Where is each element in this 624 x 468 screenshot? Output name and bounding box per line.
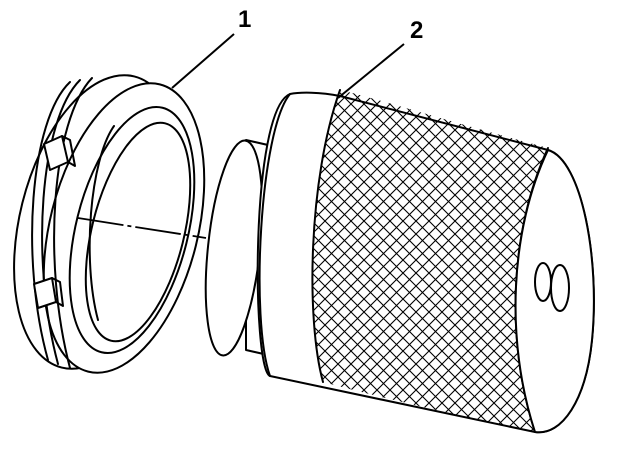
callout-label-1: 1: [238, 6, 251, 33]
tool-end-hole-2: [550, 264, 570, 312]
part-2-knurled-tool: [204, 89, 595, 434]
ring-inner-step: [68, 105, 196, 355]
ring-lug-top: [43, 135, 76, 171]
leader-line-1: [171, 33, 235, 89]
ring-lug-bottom: [33, 277, 64, 309]
ring-groove-1: [31, 81, 71, 361]
callout-1: 1: [171, 6, 251, 89]
tool-knurl-edge-left: [311, 89, 341, 383]
tool-end-hole-1: [534, 262, 552, 302]
tool-knurl-band: [312, 90, 548, 432]
part-1-retaining-ring: [13, 74, 206, 374]
ring-bore-shadow: [88, 125, 115, 321]
alignment-centerline: [77, 217, 207, 239]
tool-front-band-edge: [258, 93, 291, 377]
callout-label-2: 2: [410, 17, 423, 44]
ring-groove-2: [41, 79, 81, 365]
ring-groove-3: [53, 77, 93, 369]
leader-line-2: [337, 43, 405, 99]
callout-2: 2: [337, 17, 423, 99]
